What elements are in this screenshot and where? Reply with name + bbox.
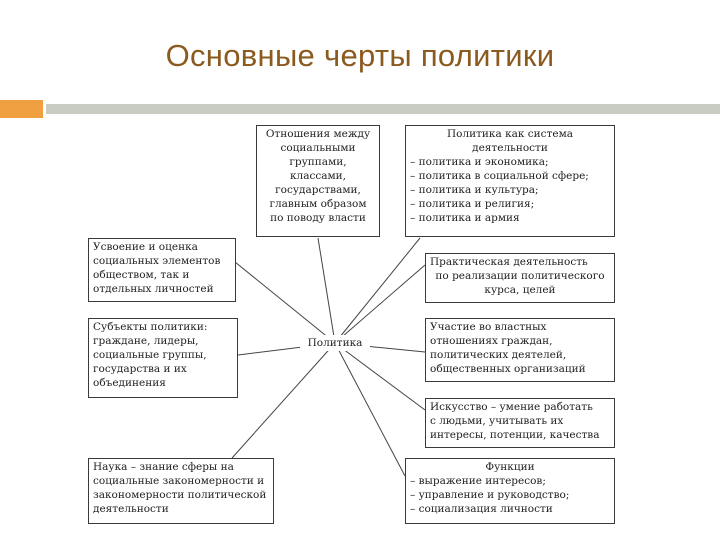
box-system: Политика как система деятельности полити… xyxy=(405,125,615,237)
connector-functions xyxy=(334,342,406,477)
box-values: Усвоение и оценка социальных элементов о… xyxy=(88,238,236,302)
accent-bar-orange xyxy=(0,100,43,118)
box-participation: Участие во властных отношениях граждан, … xyxy=(425,318,615,382)
box-science: Наука – знание сферы на социальные закон… xyxy=(88,458,274,524)
connector-relations xyxy=(317,237,336,344)
connector-values xyxy=(234,261,336,344)
box-functions: Функции выражение интересов; управление … xyxy=(405,458,615,524)
connector-science xyxy=(231,342,336,459)
connector-system xyxy=(334,237,421,344)
box-relations: Отношения между социальными группами, кл… xyxy=(256,125,380,237)
connector-practical xyxy=(334,264,426,344)
box-subjects: Субъекты политики: граждане, лидеры, соц… xyxy=(88,318,238,398)
box-practical: Практическая деятельность по реализации … xyxy=(425,253,615,303)
accent-bar-gray xyxy=(46,104,720,114)
connector-art xyxy=(334,342,426,411)
center-label: Политика xyxy=(300,335,370,351)
box-art: Искусство – умение работать с людьми, уч… xyxy=(425,398,615,448)
slide-title: Основные черты политики xyxy=(165,38,555,73)
